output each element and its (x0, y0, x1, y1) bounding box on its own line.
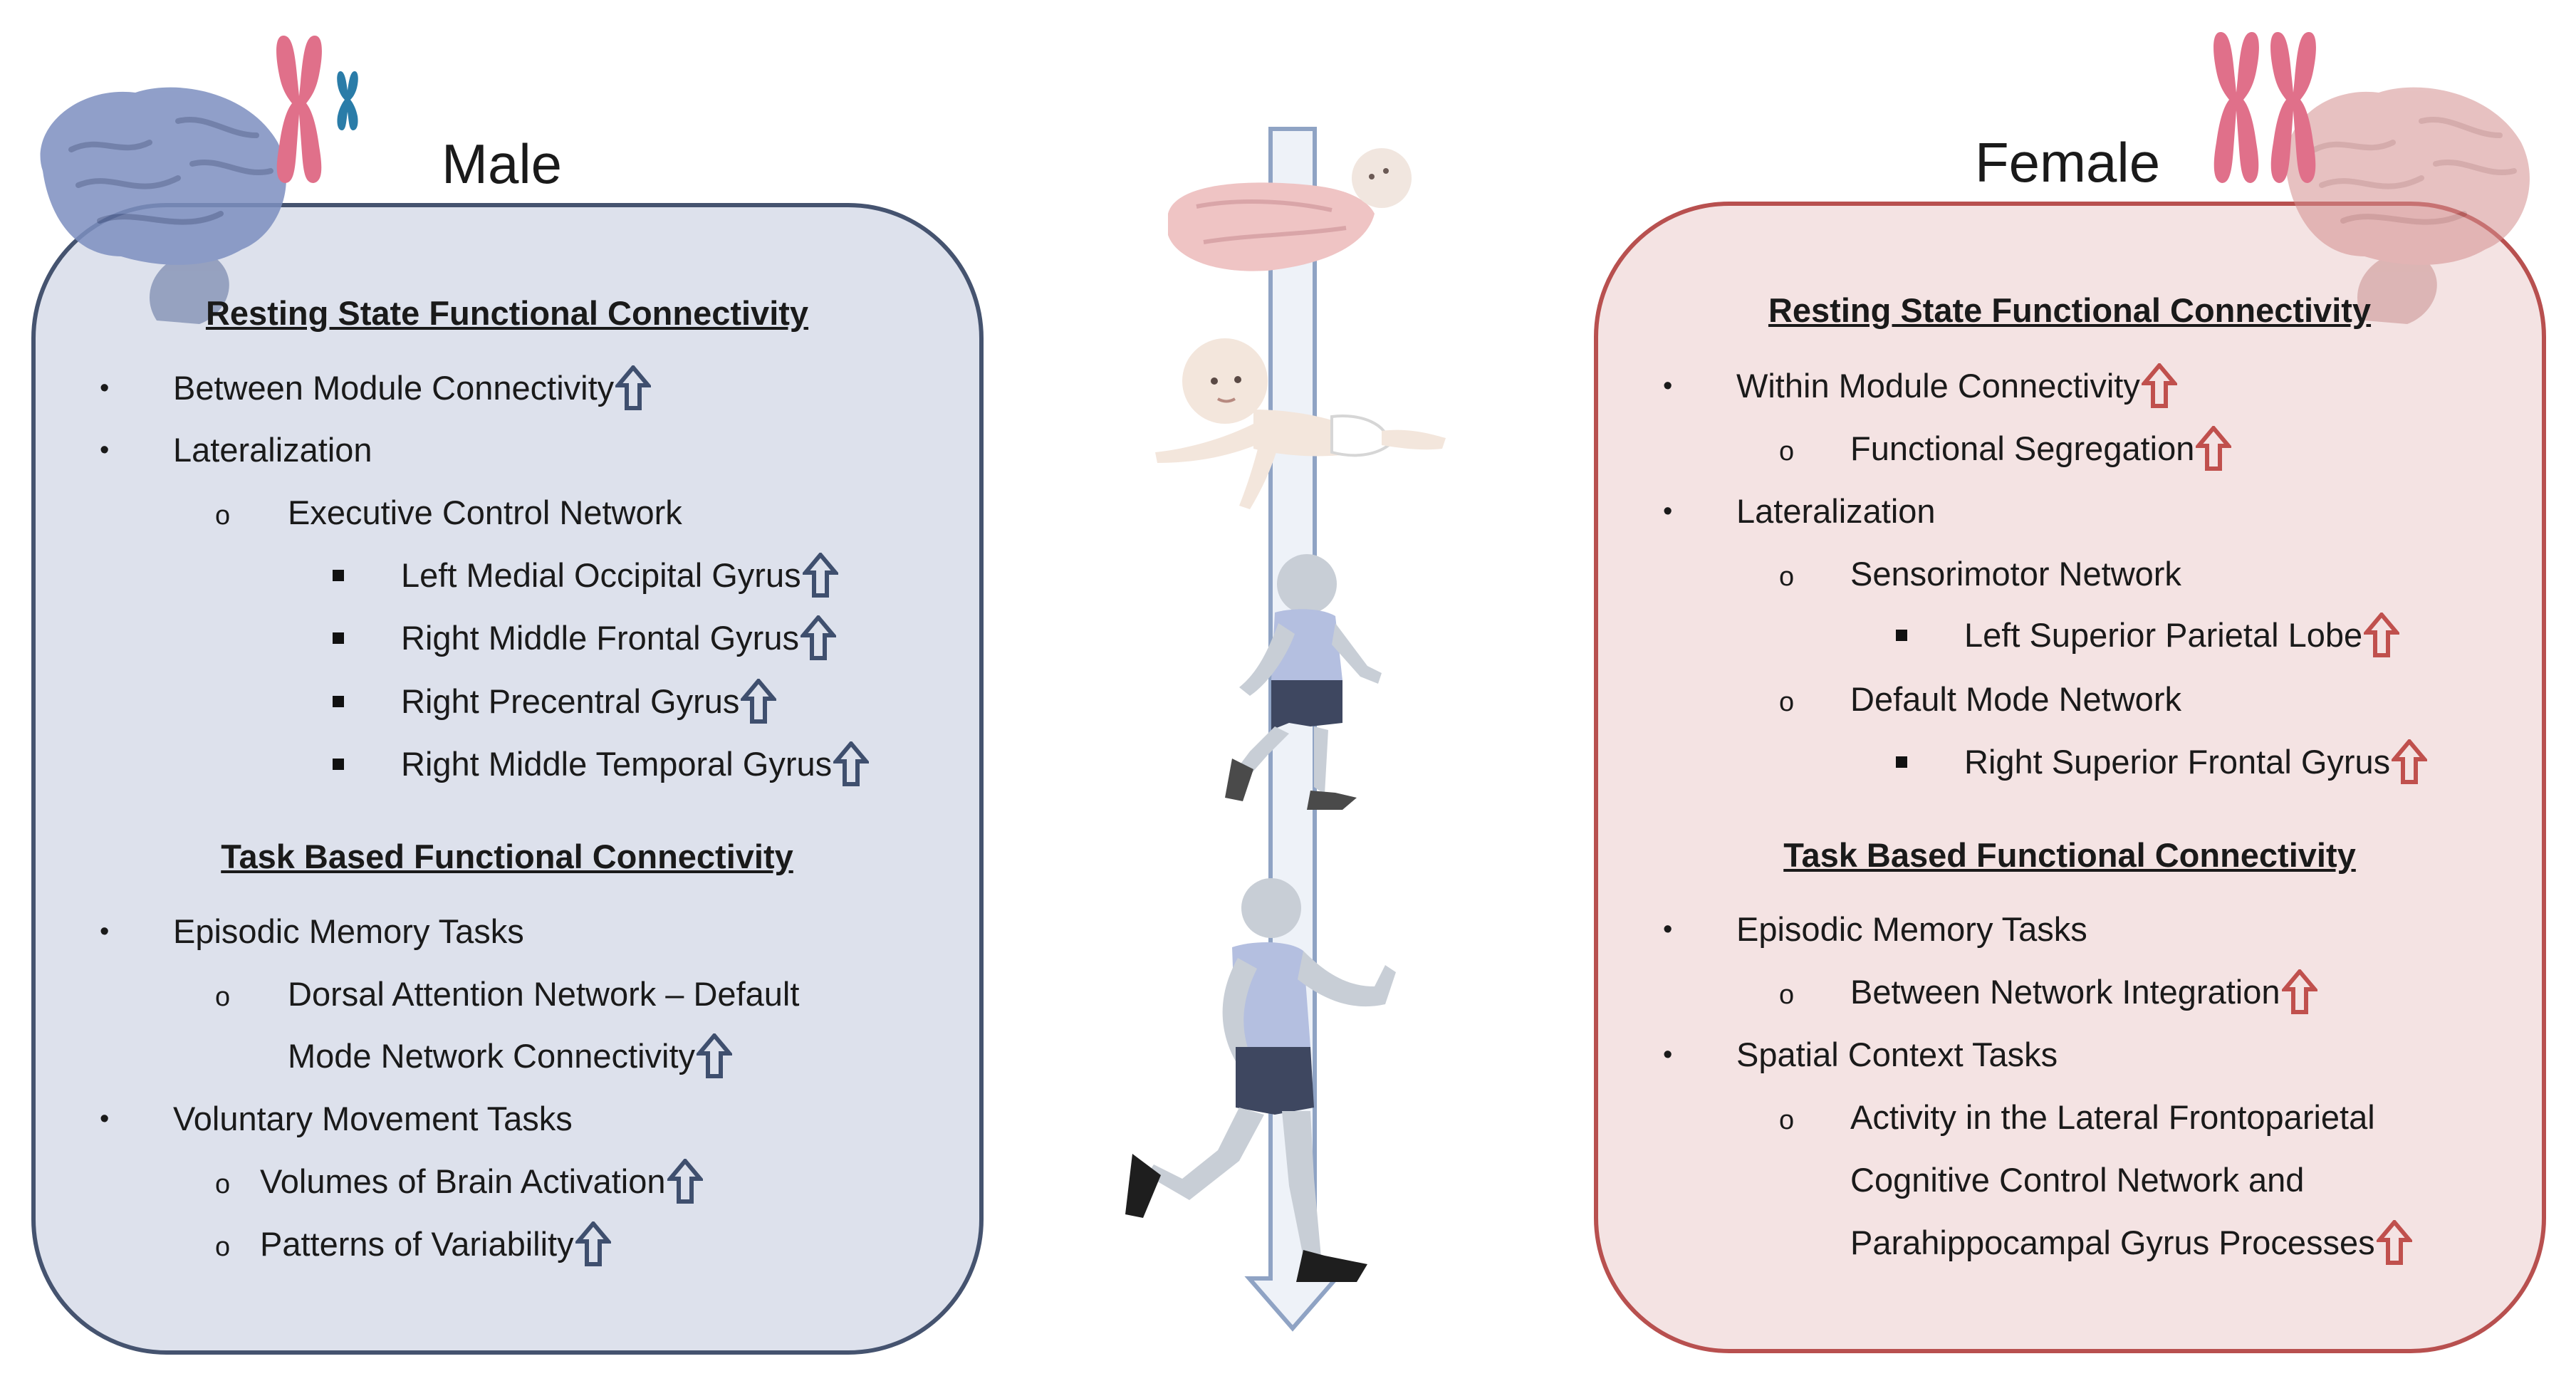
male-task-item-voluntary-movement: Voluntary Movement Tasks (173, 1100, 573, 1137)
male-task-item-variability: Patterns of Variability (260, 1223, 611, 1266)
circle-bullet: o (1779, 1105, 1795, 1135)
up-arrow-icon (615, 365, 651, 411)
female-rest-heading: Resting State Functional Connectivity (1768, 291, 2372, 329)
male-rest-item-right-middle-temporal: Right Middle Temporal Gyrus (401, 743, 869, 786)
chromosome-icon (2213, 32, 2316, 183)
male-rest-item-between-module: Between Module Connectivity (173, 367, 651, 410)
male-task-item-mode-network: Mode Network Connectivity (288, 1035, 732, 1078)
up-arrow-icon (801, 615, 836, 661)
circle-bullet: o (215, 501, 231, 531)
bullet: • (1663, 1040, 1673, 1070)
bullet: • (100, 435, 110, 465)
female-task-item-parahippocampal: Parahippocampal Gyrus Processes (1850, 1221, 2412, 1264)
circle-bullet: o (1779, 562, 1795, 592)
up-arrow-icon (803, 553, 838, 598)
male-task-item-volumes: Volumes of Brain Activation (260, 1160, 703, 1203)
female-task-item-between-network: Between Network Integration (1850, 971, 2317, 1013)
bullet: • (100, 917, 110, 947)
circle-bullet: o (1779, 687, 1795, 717)
female-panel (1594, 202, 2546, 1353)
square-bullet (1896, 756, 1907, 768)
up-arrow-icon (741, 679, 776, 724)
circle-bullet: o (215, 982, 231, 1012)
female-task-heading: Task Based Functional Connectivity (1783, 836, 2356, 874)
up-arrow-icon (2377, 1220, 2412, 1266)
female-rest-item-functional-segregation: Functional Segregation (1850, 427, 2231, 470)
bullet: • (1663, 371, 1673, 401)
up-arrow-icon (2282, 969, 2317, 1015)
male-task-item-dorsal-attention: Dorsal Attention Network – Default (288, 975, 800, 1013)
female-rest-item-default-mode: Default Mode Network (1850, 680, 2181, 718)
circle-bullet: o (1779, 980, 1795, 1010)
bullet: • (1663, 914, 1673, 944)
female-rest-item-lateralization: Lateralization (1736, 492, 1936, 530)
up-arrow-icon (2142, 363, 2177, 409)
adult-icon (1125, 878, 1396, 1282)
up-arrow-icon (667, 1159, 703, 1204)
square-bullet (333, 632, 344, 644)
up-arrow-icon (575, 1221, 611, 1267)
brain-icon (40, 87, 286, 324)
male-rest-item-lateralization: Lateralization (173, 431, 372, 469)
male-rest-item-right-precentral: Right Precentral Gyrus (401, 680, 776, 723)
bullet: • (1663, 496, 1673, 526)
circle-bullet: o (215, 1232, 231, 1262)
circle-bullet: o (1779, 437, 1795, 467)
female-rest-item-sensorimotor: Sensorimotor Network (1850, 555, 2181, 593)
female-rest-item-right-superior-frontal: Right Superior Frontal Gyrus (1964, 741, 2427, 783)
up-arrow-icon (833, 741, 869, 787)
male-task-item-episodic: Episodic Memory Tasks (173, 912, 524, 950)
female-title: Female (1975, 131, 2161, 194)
up-arrow-icon (697, 1033, 732, 1079)
brain-icon (2285, 87, 2530, 324)
male-task-heading: Task Based Functional Connectivity (221, 838, 793, 875)
female-task-item-activity-lateral: Activity in the Lateral Frontoparietal (1850, 1098, 2375, 1136)
child-icon (1225, 554, 1382, 810)
female-task-item-cognitive-control: Cognitive Control Network and (1850, 1161, 2305, 1199)
male-panel (31, 203, 984, 1355)
up-arrow-icon (2364, 613, 2399, 658)
female-task-item-episodic: Episodic Memory Tasks (1736, 910, 2087, 948)
bullet: • (100, 1104, 110, 1134)
square-bullet (1896, 630, 1907, 641)
male-title: Male (442, 132, 563, 195)
infant-icon (1155, 338, 1446, 509)
male-rest-item-executive-control: Executive Control Network (288, 494, 682, 531)
square-bullet (333, 759, 344, 770)
male-rest-item-right-middle-frontal: Right Middle Frontal Gyrus (401, 617, 836, 660)
baby-icon (1168, 148, 1412, 271)
up-arrow-icon (2392, 739, 2427, 785)
male-rest-heading: Resting State Functional Connectivity (205, 294, 809, 332)
female-rest-item-within-module: Within Module Connectivity (1736, 365, 2177, 407)
square-bullet (333, 570, 344, 581)
male-rest-item-left-medial-occipital: Left Medial Occipital Gyrus (401, 554, 838, 597)
chromosome-icon (276, 36, 358, 183)
up-arrow-icon (2196, 426, 2231, 471)
female-rest-item-left-superior-parietal: Left Superior Parietal Lobe (1964, 614, 2399, 657)
square-bullet (333, 696, 344, 707)
female-task-item-spatial-context: Spatial Context Tasks (1736, 1036, 2058, 1073)
circle-bullet: o (215, 1169, 231, 1199)
bullet: • (100, 373, 110, 403)
